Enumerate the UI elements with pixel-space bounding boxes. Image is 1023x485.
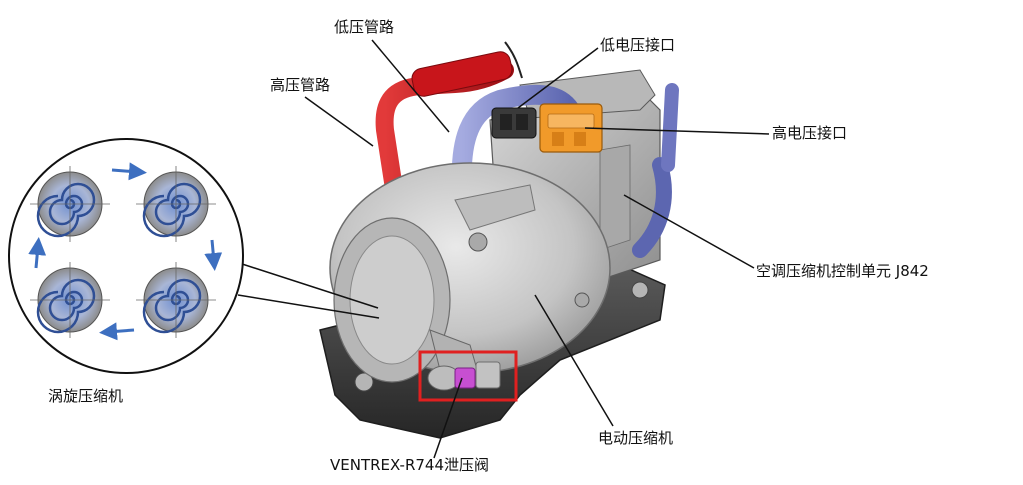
- leader-low-voltage: [517, 47, 599, 109]
- leader-high-voltage: [584, 127, 770, 135]
- leader-high-pressure-pipe: [304, 96, 374, 147]
- compressor-body: [329, 162, 611, 383]
- arrow-icon: [111, 162, 147, 181]
- scroll-stage-3: [30, 262, 110, 338]
- leader-scroll-top: [235, 261, 379, 309]
- leader-low-pressure-pipe: [371, 39, 450, 133]
- arrow-icon: [28, 237, 47, 269]
- label-relief-valve: VENTREX-R744泄压阀: [330, 456, 490, 474]
- label-control-unit: 空调压缩机控制单元 J842: [756, 262, 929, 280]
- label-scroll-compressor: 涡旋压缩机: [48, 387, 124, 405]
- scroll-stage-1: [30, 166, 110, 242]
- label-electric-compressor: 电动压缩机: [598, 429, 674, 447]
- label-high-voltage-connector: 高电压接口: [772, 124, 848, 142]
- low-voltage-connector-part: [491, 107, 537, 139]
- arrow-icon: [99, 322, 135, 341]
- relief-valve-part: [427, 361, 501, 391]
- flow-arrows: [28, 162, 223, 341]
- leader-electric-compressor: [534, 294, 614, 427]
- leader-scroll-bottom: [237, 294, 380, 319]
- scroll-stage-4: [136, 262, 216, 338]
- label-low-pressure-pipe: 低压管路: [334, 18, 395, 36]
- relief-valve-highlight-box: [418, 350, 518, 402]
- arrow-icon: [204, 239, 223, 271]
- scroll-detail-circle: [8, 138, 244, 374]
- leader-relief-valve: [433, 377, 463, 459]
- leader-lines: [235, 39, 770, 459]
- leader-control-unit: [623, 194, 755, 269]
- label-high-pressure-pipe: 高压管路: [270, 76, 331, 94]
- high-voltage-connector-part: [539, 103, 603, 153]
- label-low-voltage-connector: 低电压接口: [600, 36, 676, 54]
- scroll-stage-2: [136, 166, 216, 242]
